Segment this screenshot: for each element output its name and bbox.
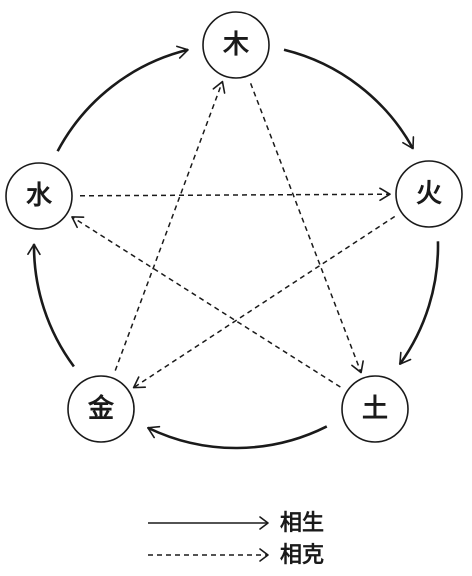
element-nodes: 木 火 土 金 水 — [5, 11, 463, 443]
ke-arrow-fire-metal — [132, 215, 396, 389]
legend-sheng-label: 相生 — [280, 510, 324, 536]
ke-arrow-water-fire — [79, 187, 391, 202]
legend: 相生 相克 — [148, 510, 324, 568]
node-fire-circle — [395, 160, 463, 228]
node-fire: 火 — [395, 160, 463, 228]
legend-ke-label: 相克 — [280, 542, 324, 568]
ke-line — [249, 83, 362, 373]
sheng-arc — [32, 244, 75, 368]
node-water-label: 水 — [26, 181, 53, 211]
ke-arrowhead — [71, 216, 85, 229]
sheng-arrow-metal-water — [27, 243, 75, 368]
node-wood-circle — [202, 11, 270, 79]
sheng-arrowhead — [147, 425, 161, 439]
legend-ke: 相克 — [148, 542, 324, 568]
node-wood: 木 — [202, 11, 270, 79]
node-wood-label: 木 — [222, 30, 249, 60]
legend-ke-arrowhead — [259, 548, 269, 562]
node-earth-label: 土 — [362, 394, 388, 424]
ke-arrow-earth-water — [71, 216, 341, 388]
ke-arrows — [71, 80, 396, 389]
ke-arrow-metal-wood — [114, 80, 226, 371]
node-metal-circle — [67, 375, 135, 443]
ke-arrowhead — [379, 187, 391, 202]
sheng-arrow-fire-earth — [398, 241, 440, 365]
node-water: 水 — [5, 162, 73, 230]
sheng-arrowhead — [176, 45, 189, 59]
node-metal-label: 金 — [87, 393, 115, 424]
node-metal: 金 — [67, 375, 135, 443]
ke-arrow-wood-earth — [249, 83, 364, 374]
sheng-arc — [56, 48, 189, 152]
sheng-arrowhead — [27, 243, 41, 256]
node-fire-label: 火 — [416, 179, 442, 209]
ke-line — [114, 81, 224, 371]
node-earth-circle — [341, 375, 409, 443]
sheng-arrow-earth-metal — [147, 425, 328, 450]
ke-arrowhead — [212, 80, 226, 94]
ke-arrowhead — [132, 376, 147, 389]
ke-line — [133, 215, 396, 389]
sheng-arrowhead — [402, 136, 415, 150]
sheng-arc — [398, 241, 440, 365]
node-water-circle — [5, 162, 73, 230]
legend-sheng-arrowhead — [259, 516, 269, 530]
sheng-arrows — [27, 45, 440, 450]
sheng-arrow-water-wood — [56, 45, 189, 152]
legend-sheng: 相生 — [148, 510, 324, 536]
node-earth: 土 — [341, 375, 409, 443]
ke-line — [79, 193, 391, 197]
sheng-arc — [283, 48, 415, 150]
sheng-arrow-wood-fire — [283, 48, 415, 150]
sheng-arrowhead — [399, 351, 412, 365]
ke-line — [71, 216, 341, 388]
ke-arrowhead — [351, 360, 364, 374]
sheng-arc — [147, 425, 328, 450]
